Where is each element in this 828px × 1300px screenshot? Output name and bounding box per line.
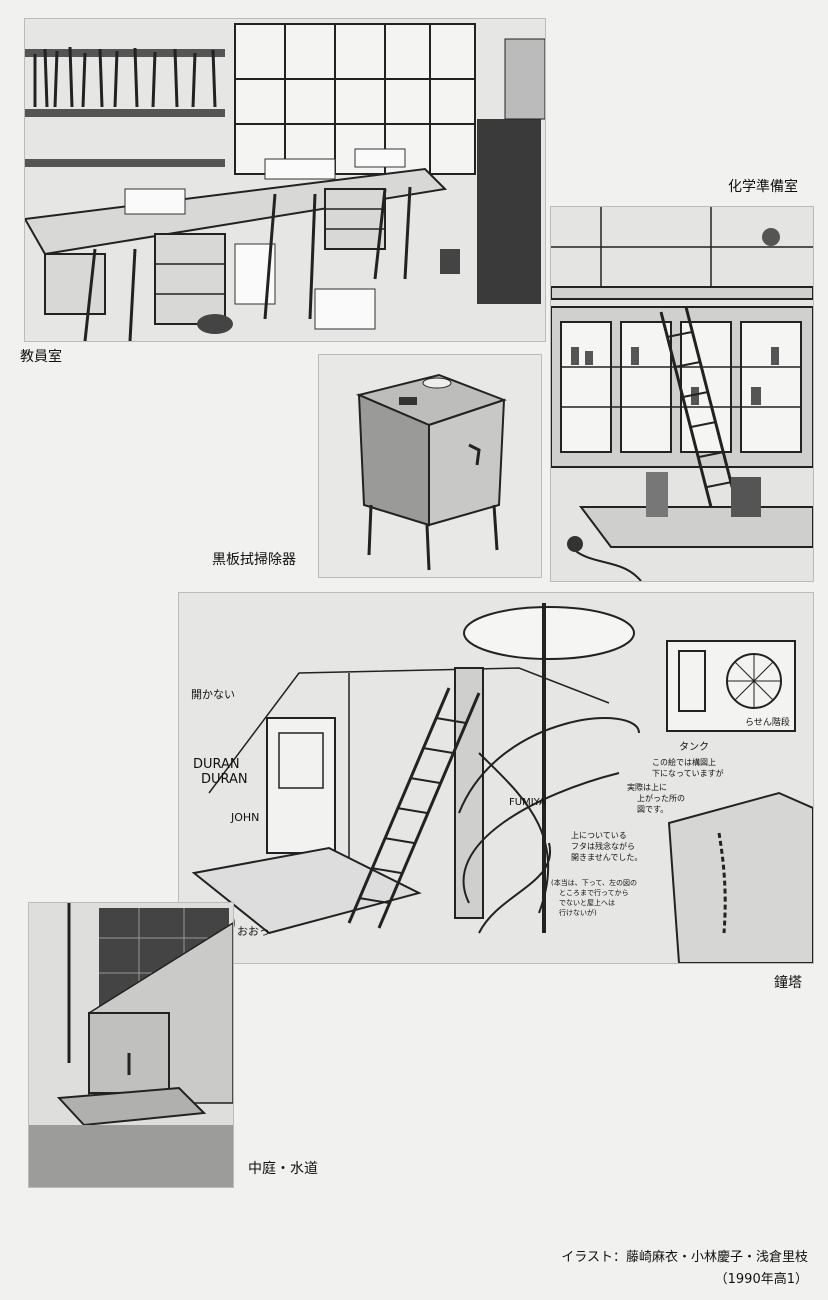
caption-bell-tower: 鐘塔 xyxy=(774,975,802,991)
illustration-credit-year: （1990年高1） xyxy=(714,1272,808,1287)
note-line-9: (本当は、下って、左の図の xyxy=(551,878,637,887)
courtyard-water-drawing xyxy=(29,903,233,1187)
courtyard-water-illustration xyxy=(28,902,234,1188)
note-john: JOHN xyxy=(230,811,259,824)
note-fumiya: FUMIYA xyxy=(509,797,546,808)
note-oo: おおっ xyxy=(237,925,270,938)
caption-courtyard-water: 中庭・水道 xyxy=(248,1161,318,1177)
note-line-2: 下になっていますが xyxy=(652,768,724,778)
note-line-12: 行けないが) xyxy=(559,908,597,917)
illustration-credit: イラスト：藤崎麻衣・小林慶子・浅倉里枝 xyxy=(561,1250,808,1265)
bell-tower-drawing: 開かない DURAN DURAN JOHN FUMIYA タンク らせん階段 こ… xyxy=(179,593,813,963)
note-line-7: フタは残念ながら xyxy=(571,841,635,851)
note-line-3: 実際は上に xyxy=(627,782,667,792)
note-line-4: 上がった所の xyxy=(637,793,685,803)
caption-blackboard-cleaner: 黒板拭掃除器 xyxy=(212,552,296,568)
chem-prep-room-illustration xyxy=(550,206,814,582)
staff-room-illustration xyxy=(24,18,546,342)
note-duran-2: DURAN xyxy=(201,772,248,787)
blackboard-cleaner-drawing xyxy=(319,355,541,577)
note-tank-label: タンク xyxy=(679,741,709,753)
staff-room-drawing xyxy=(25,19,545,341)
note-line-8: 開きませんでした。 xyxy=(571,853,642,862)
note-duran-1: DURAN xyxy=(193,757,240,772)
note-door-not-open: 開かない xyxy=(191,688,235,701)
blackboard-cleaner-illustration xyxy=(318,354,542,578)
caption-staff-room: 教員室 xyxy=(20,349,62,365)
caption-chem-prep-room: 化学準備室 xyxy=(728,179,798,195)
note-spiral-label: らせん階段 xyxy=(745,716,790,728)
note-line-5: 図です。 xyxy=(637,805,668,814)
note-line-1: この絵では構図上 xyxy=(652,757,716,767)
chem-prep-room-drawing xyxy=(551,207,813,581)
note-line-6: 上についている xyxy=(571,831,627,840)
bell-tower-illustration: 開かない DURAN DURAN JOHN FUMIYA タンク らせん階段 こ… xyxy=(178,592,814,964)
note-line-10: ところまで行ってから xyxy=(559,888,629,897)
note-line-11: でないと屋上へは xyxy=(559,898,615,907)
